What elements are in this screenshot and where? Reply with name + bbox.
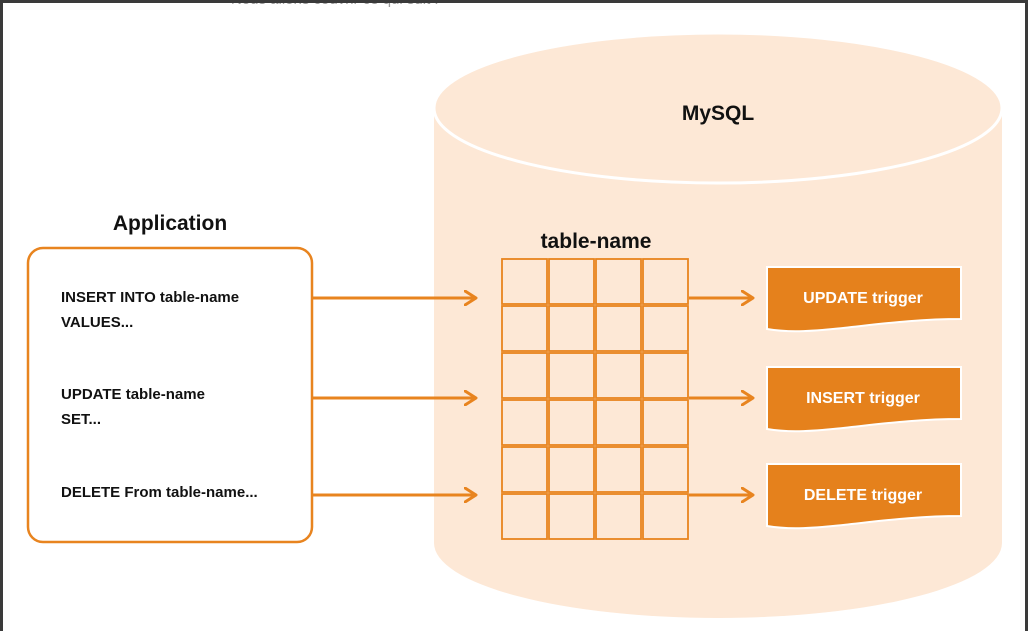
table-cell — [548, 352, 595, 399]
top-caption: Nous allons couvrir ce qui suit : — [231, 3, 439, 8]
trigger-insert-shape — [766, 366, 962, 433]
trigger-delete-shape — [766, 463, 962, 530]
table-to-trigger-arrows — [689, 298, 753, 495]
table-label: table-name — [541, 230, 652, 253]
table-cell — [595, 258, 642, 305]
statement-update-line2: SET... — [61, 411, 101, 428]
table-cell — [501, 258, 548, 305]
trigger-insert: INSERT trigger — [766, 366, 962, 433]
trigger-update: UPDATE trigger — [766, 266, 962, 333]
application-box — [26, 246, 314, 544]
table-cell — [501, 493, 548, 540]
triggers-group: UPDATE trigger INSERT trigger DELETE tri… — [766, 266, 962, 530]
app-to-table-arrows — [313, 298, 476, 495]
cylinder-top — [432, 31, 1004, 185]
table-cell — [548, 399, 595, 446]
table-cell — [548, 305, 595, 352]
trigger-delete-label: DELETE trigger — [804, 487, 922, 504]
statement-insert-line2: VALUES... — [61, 314, 133, 331]
trigger-insert-label: INSERT trigger — [806, 390, 920, 407]
table-cell — [548, 446, 595, 493]
statement-insert-line1: INSERT INTO table-name — [61, 289, 239, 306]
table-cell — [595, 493, 642, 540]
table-cell — [548, 493, 595, 540]
statement-delete-line1: DELETE From table-name... — [61, 484, 258, 501]
table-cell — [642, 446, 689, 493]
table-cell — [642, 352, 689, 399]
table-cell — [501, 446, 548, 493]
database-label: MySQL — [682, 102, 755, 125]
statement-update-line1: UPDATE table-name — [61, 386, 205, 403]
table-cell — [642, 258, 689, 305]
table-cell — [642, 493, 689, 540]
table-cell — [595, 305, 642, 352]
table-cell — [501, 305, 548, 352]
table-cell — [642, 399, 689, 446]
table-cell — [548, 258, 595, 305]
trigger-update-shape — [766, 266, 962, 333]
trigger-delete: DELETE trigger — [766, 463, 962, 530]
table-cell — [501, 399, 548, 446]
table-group: table-name — [501, 230, 689, 540]
trigger-diagram: MySQL Application INSERT INTO table-name… — [26, 31, 1004, 618]
table-grid — [501, 258, 689, 540]
table-cell — [595, 446, 642, 493]
application-title: Application — [113, 212, 227, 235]
application-group: Application INSERT INTO table-name VALUE… — [26, 212, 314, 544]
table-cell — [501, 352, 548, 399]
trigger-update-label: UPDATE trigger — [803, 290, 923, 307]
table-cell — [642, 305, 689, 352]
table-cell — [595, 352, 642, 399]
table-cell — [595, 399, 642, 446]
